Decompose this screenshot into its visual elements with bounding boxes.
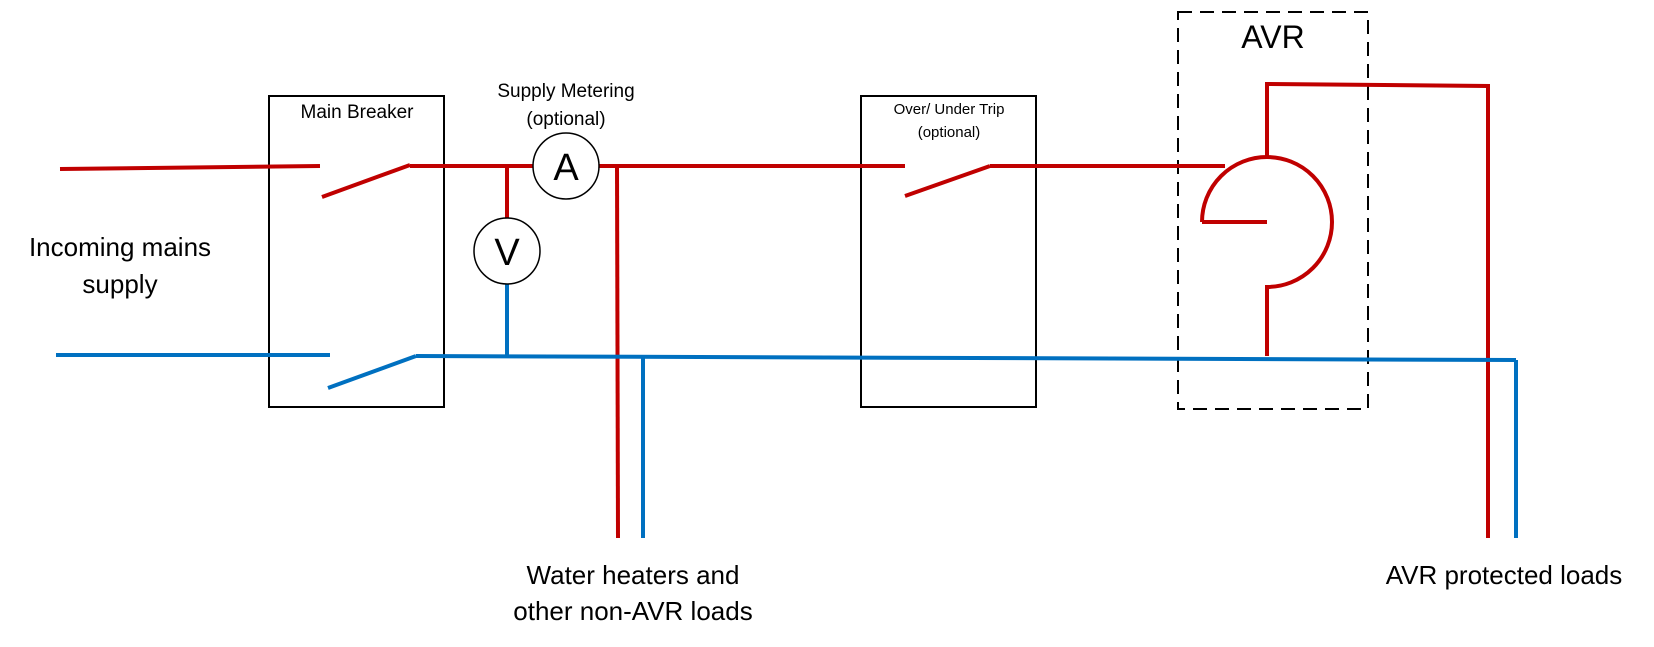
voltmeter-symbol: V	[494, 232, 520, 274]
non-avr-live-drop	[615, 165, 620, 539]
avr-label: AVR	[1241, 19, 1304, 55]
metering-label-line1: Supply Metering	[497, 81, 634, 102]
non-avr-loads-label-line1: Water heaters and	[527, 560, 740, 590]
ammeter-symbol: A	[553, 147, 579, 189]
trip-live-contact	[904, 164, 991, 198]
voltmeter: V	[473, 217, 541, 285]
main-breaker-neutral-contact	[327, 354, 417, 390]
incoming-supply-label-line2: supply	[82, 269, 157, 299]
avr-loads-label: AVR protected loads	[1386, 560, 1623, 590]
ammeter: A	[532, 132, 600, 200]
live-wiring	[59, 81, 1490, 539]
ammeter-circle	[532, 132, 600, 200]
avr-box	[1177, 11, 1369, 410]
trip-label-line2: (optional)	[918, 124, 981, 141]
incoming-supply-label-line1: Incoming mains	[29, 232, 211, 262]
metering-label-line2: (optional)	[526, 109, 605, 130]
voltmeter-circle	[473, 217, 541, 285]
live-incoming-wire	[59, 164, 321, 171]
main-breaker-label: Main Breaker	[301, 102, 415, 123]
avr-transformer-winding	[1200, 81, 1490, 538]
neutral-wiring	[56, 283, 1518, 538]
trip-box	[860, 95, 1037, 408]
non-avr-loads-label-line2: other non-AVR loads	[513, 596, 752, 626]
neutral-bus-wire	[415, 354, 1517, 362]
trip-label-line1: Over/ Under Trip	[894, 101, 1005, 118]
main-breaker-live-contact	[321, 163, 411, 199]
main-breaker-box	[268, 95, 445, 408]
